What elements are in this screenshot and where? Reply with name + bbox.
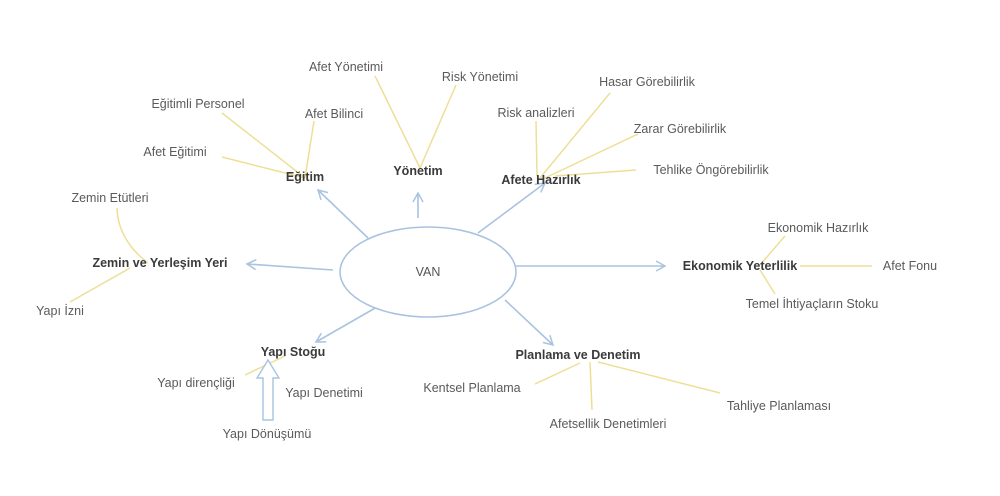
node-ekonomik: Ekonomik Yeterlilik [683,259,797,273]
sub-ekonomik-hazirlik: Ekonomik Hazırlık [768,221,869,235]
node-zemin: Zemin ve Yerleşim Yeri [92,256,227,270]
node-planlama: Planlama ve Denetim [515,348,640,362]
sub-egitimli-personel: Eğitimli Personel [151,97,244,111]
sub-hasar-gorebilirlik: Hasar Görebilirlik [599,75,696,89]
arrow-zemin [245,258,334,271]
node-afete-hazirlik: Afete Hazırlık [501,173,580,187]
sub-yapi-denetimi: Yapı Denetimi [285,386,363,400]
sub-afet-yonetimi: Afet Yönetimi [309,60,383,74]
center-ellipse [339,226,517,318]
sub-tahliye-planlamasi: Tahliye Planlaması [727,399,831,413]
sub-afetsellik-denetimleri: Afetsellik Denetimleri [550,417,667,431]
arrows [245,182,667,421]
sub-afet-fonu: Afet Fonu [883,259,937,273]
connector-risk-yonetimi [419,84,457,169]
connector-afetsellik [589,361,593,411]
sub-risk-analizleri: Risk analizleri [497,106,574,120]
connector-afet-egitimi [221,156,306,179]
connector-tahliye [597,361,721,394]
sub-afet-egitimi: Afet Eğitimi [143,145,206,159]
arrow-afete-hazirlik [477,182,547,234]
node-yapi-stogu: Yapı Stoğu [261,345,326,359]
connector-hasar [539,92,611,179]
connector-afet-yonetimi [374,75,421,169]
node-egitim: Eğitim [286,170,324,184]
connector-yapi-izni [69,267,131,303]
connector-zemin-etutleri [116,207,149,264]
sub-yapi-izni: Yapı İzni [36,304,84,318]
node-yonetim: Yönetim [393,164,442,178]
connector-risk-analizleri [535,120,538,177]
sub-risk-yonetimi: Risk Yönetimi [442,70,518,84]
arrow-egitim [316,188,369,239]
sub-yapi-direncligi: Yapı dirençliği [157,376,235,390]
sub-zemin-etutleri: Zemin Etütleri [71,191,148,205]
sub-kentsel-planlama: Kentsel Planlama [423,381,520,395]
connector-zarar [544,133,639,179]
connectors [69,75,872,411]
arrow-planlama [504,299,555,347]
sub-yapi-donusumu: Yapı Dönüşümü [223,427,312,441]
connector-egitimli-personel [221,112,306,179]
connector-kentsel [534,362,581,385]
connector-tehlike [554,169,637,177]
arrow-yapi-stogu [314,306,378,343]
connector-temel-ihtiyaclar [759,269,776,295]
center-label: VAN [416,265,441,279]
sub-tehlike-ongorebilirlik: Tehlike Öngörebilirlik [653,163,769,177]
sub-temel-ihtiyaclar: Temel İhtiyaçların Stoku [746,297,879,311]
block-arrow-yapi-donusumu [255,358,281,421]
sub-afet-bilinci: Afet Bilinci [305,107,363,121]
connector-afet-bilinci [304,120,315,179]
connector-ekonomik-hazirlik [759,235,786,266]
sub-zarar-gorebilirlik: Zarar Görebilirlik [634,122,727,136]
